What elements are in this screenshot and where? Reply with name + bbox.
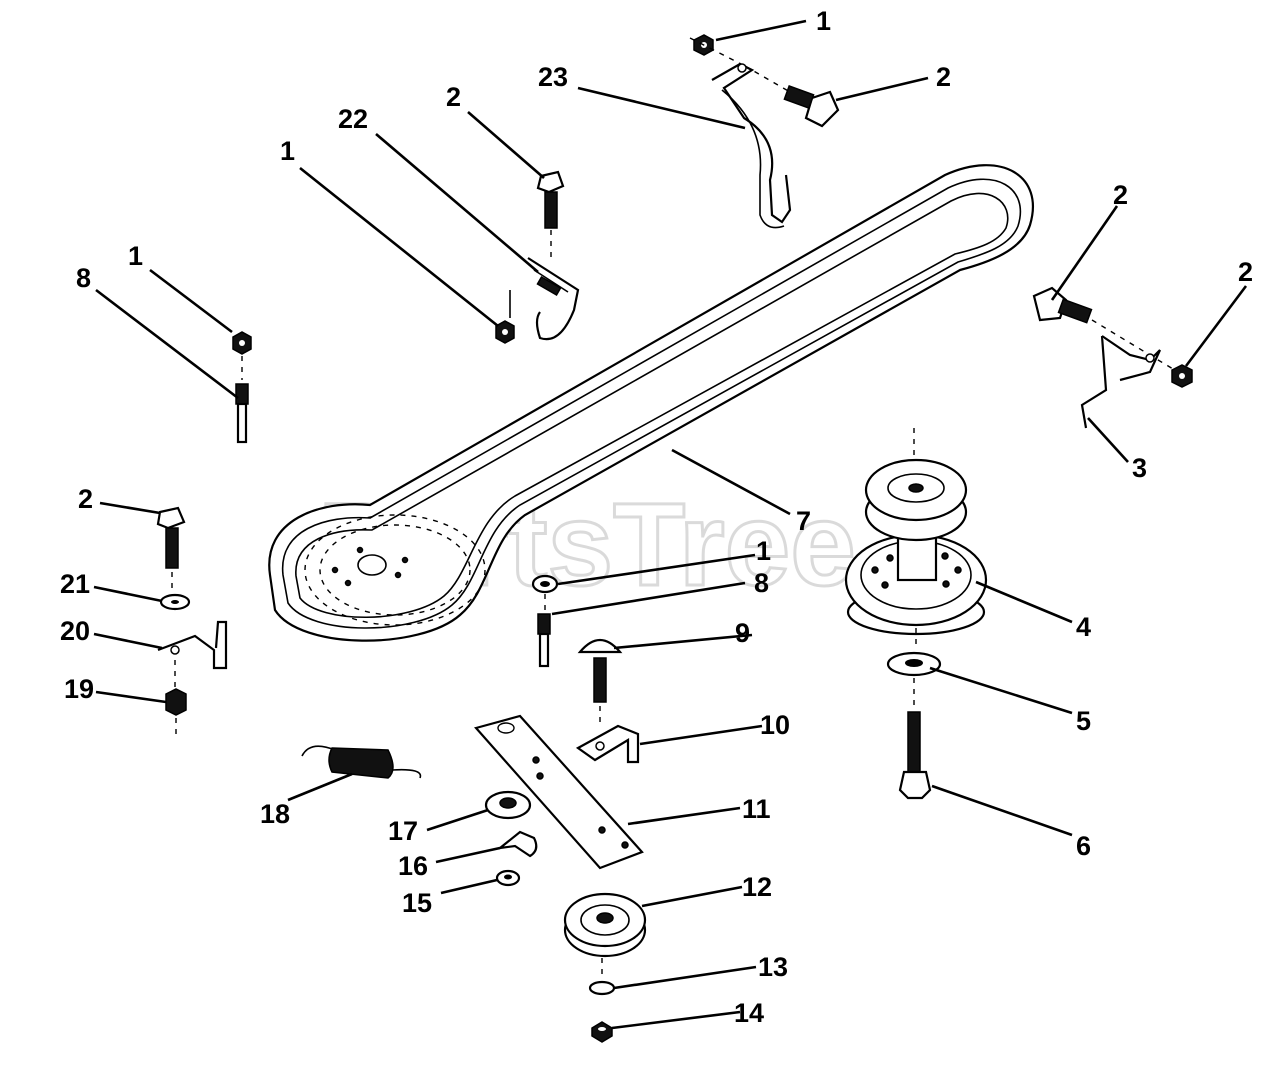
- spring-18[interactable]: [301, 745, 422, 779]
- bracket-10[interactable]: [575, 724, 640, 764]
- callout-8-left: 8: [76, 263, 91, 293]
- callout-20: 20: [60, 616, 90, 646]
- callout-9: 9: [735, 618, 750, 648]
- nut-14[interactable]: [591, 1021, 613, 1043]
- callout-1-top: 1: [816, 6, 831, 36]
- nut-15[interactable]: [495, 869, 521, 887]
- idler-pulley-12[interactable]: [563, 892, 647, 958]
- callout-18: 18: [260, 799, 290, 829]
- drive-belt[interactable]: [268, 164, 1034, 642]
- bracket-20[interactable]: [157, 620, 228, 670]
- stud-center[interactable]: [537, 613, 551, 668]
- bracket-3[interactable]: [1080, 335, 1162, 429]
- callout-21: 21: [60, 569, 90, 599]
- callout-2-top: 2: [936, 62, 951, 92]
- idler-arm-11[interactable]: [474, 714, 644, 870]
- callout-1-right: 2: [1238, 257, 1253, 287]
- bolt-left-lower[interactable]: [156, 506, 186, 569]
- callout-10: 10: [760, 710, 790, 740]
- hook-bracket-22[interactable]: [527, 257, 580, 341]
- bolt-6[interactable]: [898, 711, 932, 800]
- callout-2-right: 2: [1113, 180, 1128, 210]
- double-pulley[interactable]: [844, 458, 988, 636]
- callout-23: 23: [538, 62, 568, 92]
- carriage-bolt-9[interactable]: [577, 638, 623, 703]
- callout-1-left: 1: [128, 241, 143, 271]
- callout-1-center: 1: [756, 536, 771, 566]
- stud-left[interactable]: [235, 383, 249, 444]
- washer-21[interactable]: [159, 593, 191, 611]
- callout-13: 13: [758, 952, 788, 982]
- leader-lines: [93, 19, 1248, 1030]
- callout-1-upper: 1: [280, 136, 295, 166]
- callout-7: 7: [796, 506, 811, 536]
- bolt-right[interactable]: [1032, 286, 1093, 324]
- nut-mid-left[interactable]: [495, 320, 515, 344]
- bolt-top[interactable]: [783, 85, 840, 128]
- clip-16[interactable]: [496, 830, 538, 858]
- callout-2-left: 2: [78, 484, 93, 514]
- nut-center[interactable]: [531, 574, 559, 594]
- nut-right[interactable]: [1171, 364, 1193, 388]
- callout-12: 12: [742, 872, 772, 902]
- bolt-vertical-upper[interactable]: [536, 170, 565, 229]
- callout-3: 3: [1132, 453, 1147, 483]
- nut-left[interactable]: [232, 331, 252, 355]
- callout-14: 14: [734, 998, 764, 1028]
- callout-labels: 1 2 23 2 22 1 2 1 8 2 3 7 2 21 20 19 1 8…: [60, 6, 1253, 1028]
- washer-13[interactable]: [588, 980, 616, 996]
- callout-5: 5: [1076, 706, 1091, 736]
- callout-15: 15: [402, 888, 432, 918]
- spacer-17[interactable]: [484, 790, 532, 820]
- callout-6: 6: [1076, 831, 1091, 861]
- callout-22: 22: [338, 104, 368, 134]
- callout-11: 11: [742, 794, 771, 824]
- callout-4: 4: [1076, 612, 1091, 642]
- hook-bracket-23[interactable]: [711, 62, 792, 229]
- nut-19[interactable]: [165, 688, 187, 716]
- washer-5[interactable]: [886, 651, 942, 677]
- callout-16: 16: [398, 851, 428, 881]
- callout-19: 19: [64, 674, 94, 704]
- callout-2-upper: 2: [446, 82, 461, 112]
- callout-8-center: 8: [754, 568, 769, 598]
- callout-17: 17: [388, 816, 418, 846]
